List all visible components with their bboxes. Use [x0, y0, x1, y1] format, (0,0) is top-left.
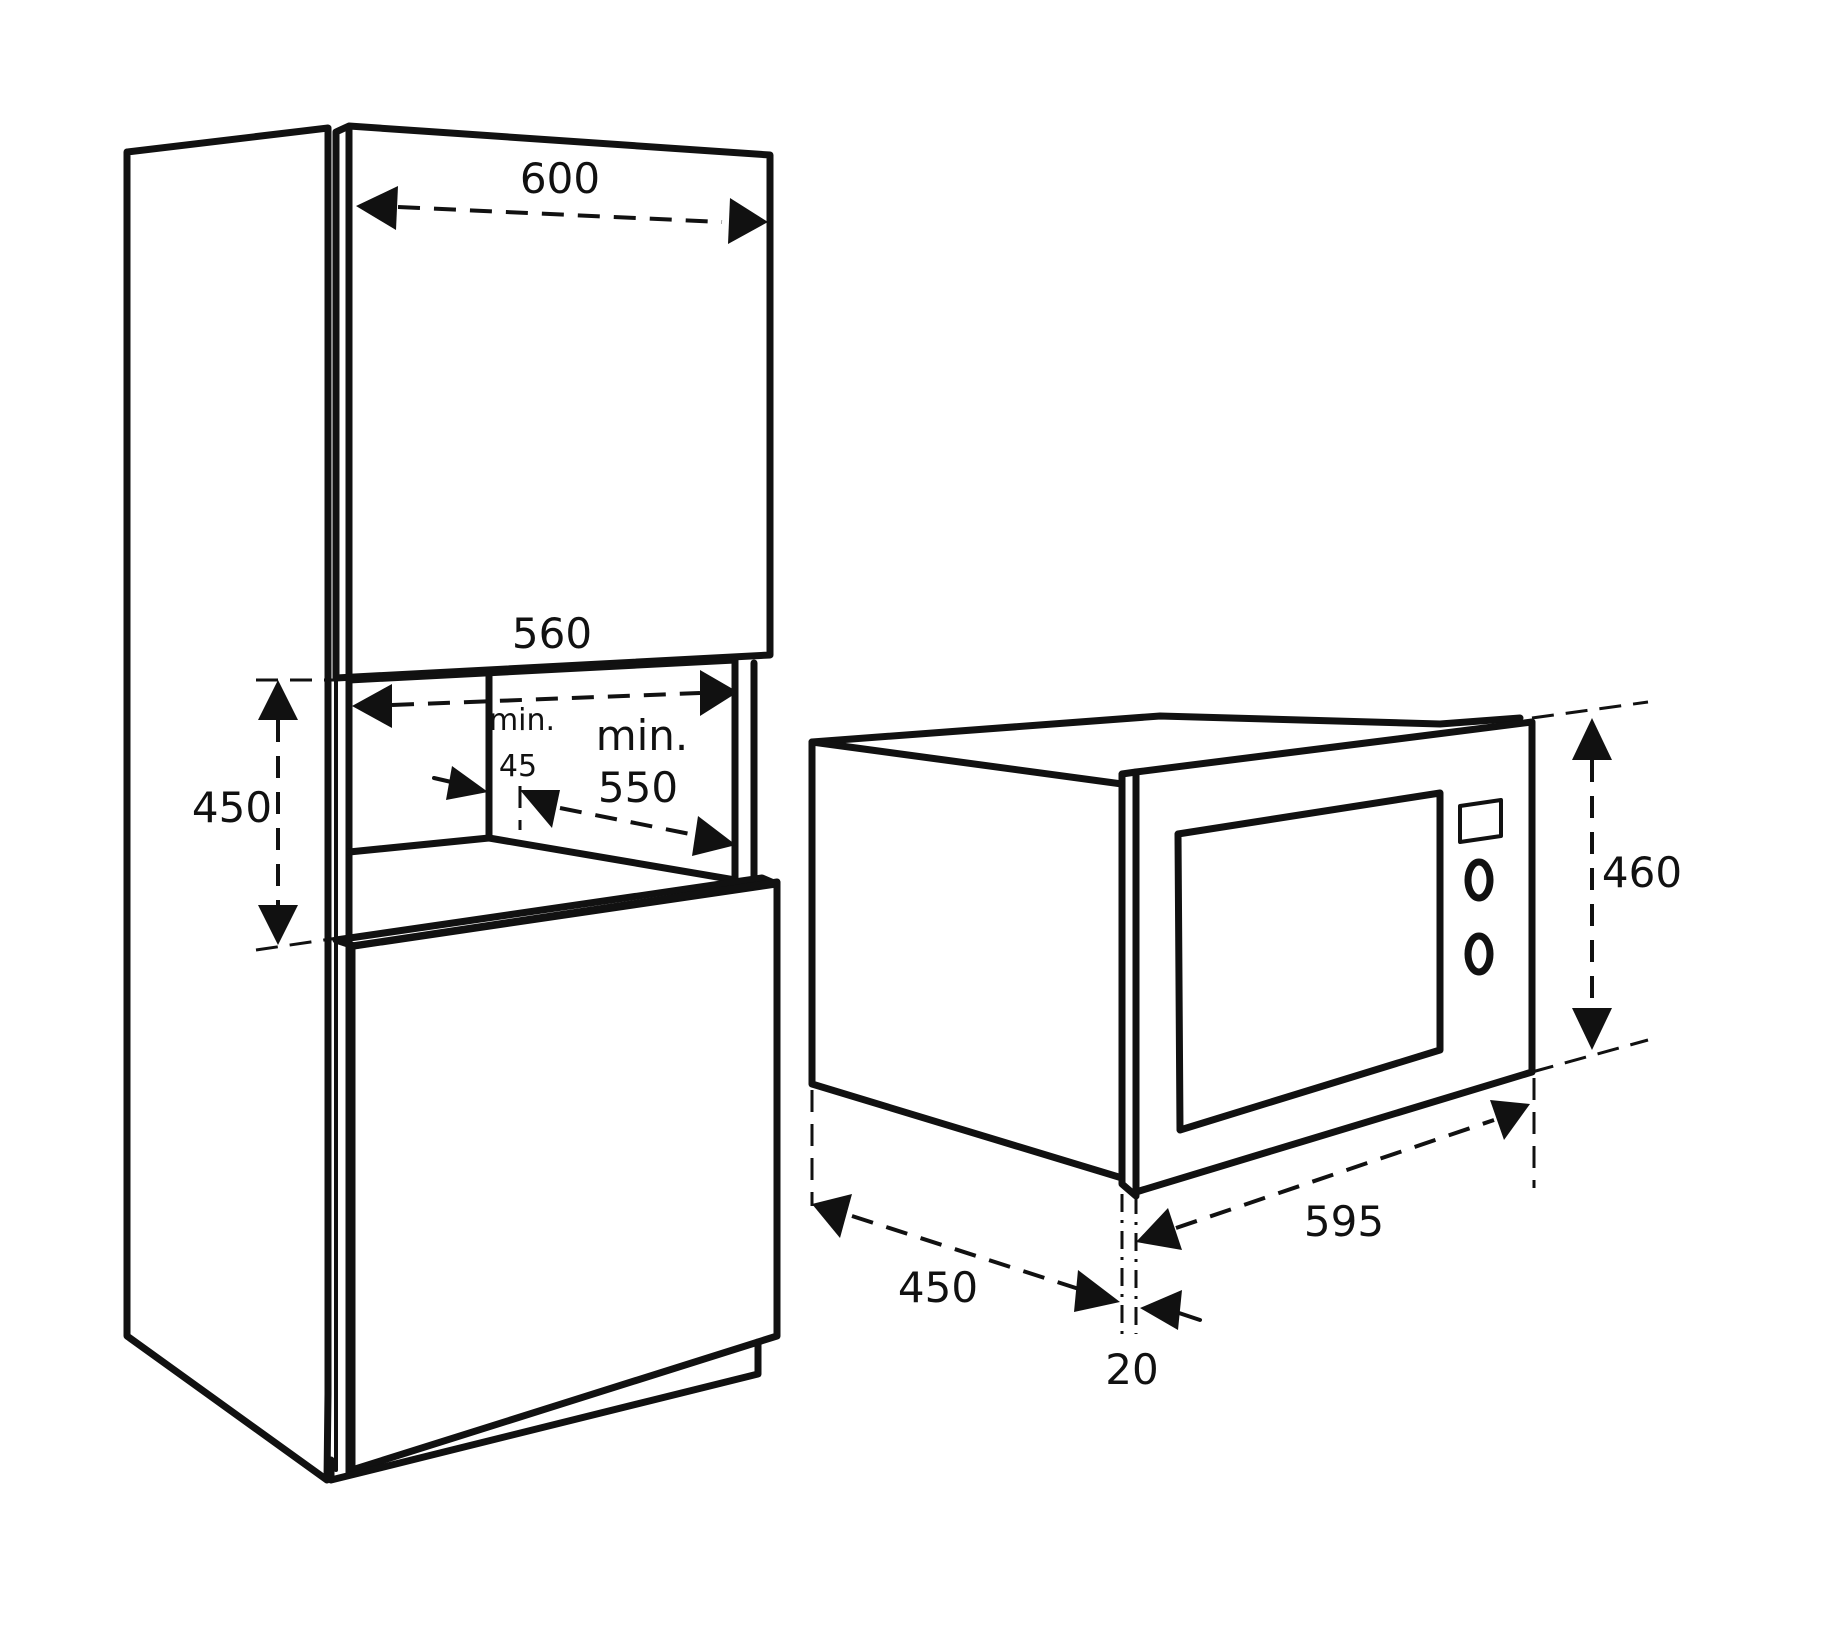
label-600: 600 [520, 154, 600, 203]
dim-460: 460 [1531, 700, 1682, 1074]
arrow-550-left [520, 790, 560, 828]
arrow-460-top [1572, 718, 1612, 760]
microwave-knob-bottom [1464, 932, 1494, 976]
dim-600: 600 [356, 154, 768, 244]
arrow-600-right [728, 198, 768, 244]
label-595: 595 [1304, 1197, 1384, 1246]
cabinet-bottom-door [348, 878, 781, 1474]
dim-560: 560 [352, 609, 738, 728]
label-min550-line1: min. [596, 711, 689, 760]
arrow-450h-bottom [258, 905, 298, 945]
arrow-595-left [1136, 1208, 1182, 1250]
arrow-450d-right [1074, 1270, 1120, 1312]
arrow-20 [1140, 1290, 1182, 1330]
microwave-display [1458, 798, 1503, 844]
niche-floor [345, 834, 739, 884]
microwave-top [808, 712, 1524, 746]
label-min45-line1: min. [489, 703, 555, 738]
cabinet [123, 122, 781, 1484]
arrow-450d-left [812, 1194, 852, 1238]
microwave-front [1132, 718, 1536, 1196]
microwave-knob-top [1464, 858, 1494, 902]
dim-min-45: min. 45 [432, 703, 555, 830]
label-min550-line2: 550 [598, 763, 678, 812]
microwave-window [1174, 789, 1444, 1134]
label-450-height: 450 [192, 783, 272, 832]
dim-450-height: 450 [192, 678, 339, 952]
label-560: 560 [512, 609, 592, 658]
cabinet-side-panel [123, 124, 332, 1484]
cabinet-plinth [327, 1338, 762, 1484]
label-20: 20 [1105, 1345, 1158, 1394]
arrow-460-bottom [1572, 1008, 1612, 1050]
arrow-450h-top [258, 680, 298, 720]
dim-min-550: min. 550 [520, 711, 736, 856]
arrow-550-right [692, 816, 736, 856]
dim-595: 595 [1136, 1078, 1536, 1250]
arrow-560-left [352, 684, 392, 728]
cabinet-niche [345, 656, 758, 942]
arrow-min45 [446, 766, 488, 800]
arrow-560-right [700, 670, 738, 716]
dim-20: 20 [1105, 1290, 1202, 1394]
label-450-depth: 450 [898, 1263, 978, 1312]
label-460: 460 [1602, 848, 1682, 897]
arrow-595-right [1490, 1100, 1530, 1140]
arrow-600-left [356, 186, 398, 230]
dim-450-depth: 450 [810, 1090, 1138, 1334]
microwave [808, 712, 1536, 1200]
label-min45-line2: 45 [499, 749, 537, 784]
microwave-side [808, 738, 1126, 1182]
